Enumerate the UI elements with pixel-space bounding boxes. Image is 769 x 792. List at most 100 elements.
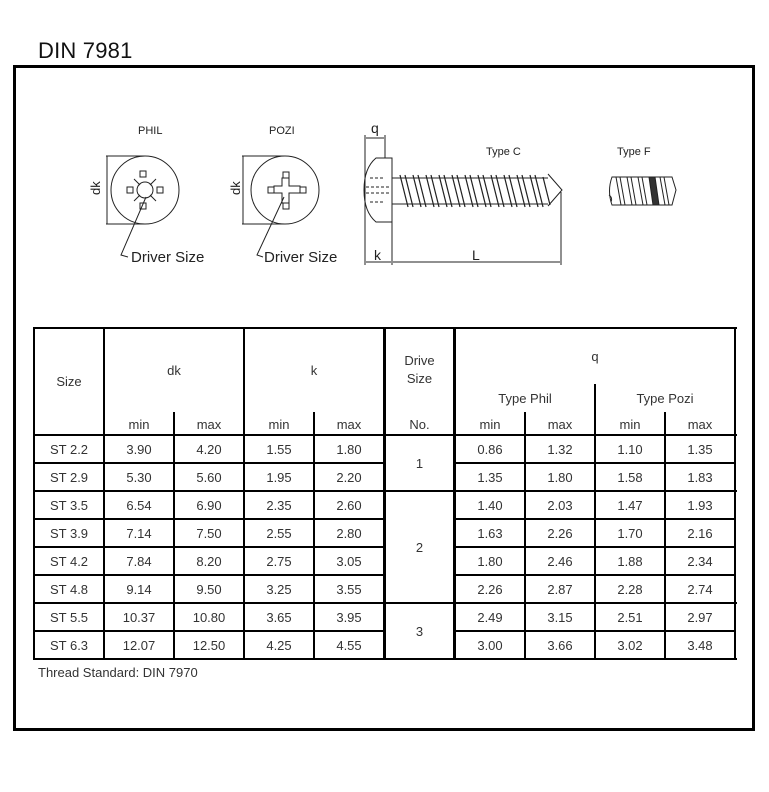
k-dimension-label: k: [374, 247, 382, 263]
cell-size: ST 3.5: [49, 497, 89, 513]
thread-standard-note: Thread Standard: DIN 7970: [38, 665, 198, 680]
cell-dk-max: 6.90: [196, 497, 222, 513]
cell-phil-min: 0.86: [477, 441, 503, 457]
cell-pozi-min: 2.28: [617, 581, 643, 597]
cell-phil-max: 2.87: [547, 581, 573, 597]
header-size: Size: [56, 373, 82, 389]
cell-k-min: 2.75: [266, 553, 292, 569]
dk-label-pozi: dk: [228, 181, 243, 195]
cell-pozi-max: 2.34: [687, 553, 713, 569]
pan-head-screw-type-c-icon: [363, 135, 563, 265]
cell-dk-min: 6.54: [126, 497, 152, 513]
cell-pozi-max: 3.48: [687, 637, 713, 653]
page-title: DIN 7981: [38, 38, 133, 63]
cell-pozi-min: 1.47: [617, 497, 643, 513]
cell-k-min: 2.55: [266, 525, 292, 541]
driver-size-label-pozi: Driver Size: [264, 249, 337, 266]
header-type-pozi: Type Pozi: [636, 390, 694, 406]
cell-phil-max: 2.46: [547, 553, 573, 569]
header-dk-max: max: [196, 416, 222, 432]
phillips-head-icon: [106, 155, 180, 258]
header-phil-min: min: [479, 416, 501, 432]
type-c-label: Type C: [486, 146, 521, 158]
header-pozi-max: max: [687, 416, 713, 432]
header-phil-max: max: [547, 416, 573, 432]
cell-dk-max: 7.50: [196, 525, 222, 541]
cell-dk-max: 9.50: [196, 581, 222, 597]
cell-size: ST 5.5: [49, 609, 89, 625]
cell-k-min: 2.35: [266, 497, 292, 513]
cell-phil-min: 1.80: [477, 553, 503, 569]
cell-pozi-min: 1.88: [617, 553, 643, 569]
cell-dk-min: 3.90: [126, 441, 152, 457]
phil-label: PHIL: [138, 125, 162, 137]
header-dk: dk: [167, 362, 181, 378]
dk-label-phil: dk: [88, 181, 103, 195]
cell-dk-min: 9.14: [126, 581, 152, 597]
cell-phil-max: 3.15: [547, 609, 573, 625]
drive-size-cell: 1: [415, 455, 424, 471]
cell-k-max: 4.55: [336, 637, 362, 653]
cell-size: ST 4.2: [49, 553, 89, 569]
header-k-max: max: [336, 416, 362, 432]
cell-size: ST 6.3: [49, 637, 89, 653]
cell-k-max: 3.95: [336, 609, 362, 625]
cell-k-min: 3.25: [266, 581, 292, 597]
cell-phil-min: 1.63: [477, 525, 503, 541]
drive-size-cell: 3: [415, 623, 424, 639]
header-k-min: min: [268, 416, 290, 432]
cell-size: ST 2.2: [49, 441, 89, 457]
cell-phil-min: 1.40: [477, 497, 503, 513]
cell-size: ST 2.9: [49, 469, 89, 485]
header-dk-min: min: [128, 416, 150, 432]
cell-k-max: 2.80: [336, 525, 362, 541]
cell-size: ST 4.8: [49, 581, 89, 597]
cell-k-max: 3.55: [336, 581, 362, 597]
header-type-phil: Type Phil: [498, 390, 552, 406]
cell-pozi-max: 2.74: [687, 581, 713, 597]
cell-dk-max: 8.20: [196, 553, 222, 569]
L-dimension-label: L: [472, 247, 480, 263]
drive-size-cell: 2: [415, 539, 424, 555]
cell-dk-max: 12.50: [192, 637, 226, 653]
cell-dk-max: 4.20: [196, 441, 222, 457]
cell-pozi-min: 1.70: [617, 525, 643, 541]
cell-phil-max: 3.66: [547, 637, 573, 653]
cell-dk-max: 10.80: [192, 609, 226, 625]
cell-k-min: 4.25: [266, 637, 292, 653]
cell-pozi-max: 2.16: [687, 525, 713, 541]
cell-k-min: 3.65: [266, 609, 292, 625]
cell-dk-min: 7.84: [126, 553, 152, 569]
cell-k-min: 1.95: [266, 469, 292, 485]
cell-phil-max: 2.03: [547, 497, 573, 513]
drawing-frame: [13, 65, 755, 731]
cell-pozi-min: 3.02: [617, 637, 643, 653]
cell-pozi-min: 1.10: [617, 441, 643, 457]
cell-k-max: 3.05: [336, 553, 362, 569]
header-drive-size: Size: [406, 370, 433, 386]
header-k: k: [310, 362, 318, 378]
header-q: q: [591, 348, 599, 364]
cell-dk-min: 7.14: [126, 525, 152, 541]
cell-phil-min: 1.35: [477, 469, 503, 485]
header-pozi-min: min: [619, 416, 641, 432]
cell-phil-min: 3.00: [477, 637, 503, 653]
pozi-label: POZI: [269, 125, 295, 137]
cell-dk-min: 10.37: [122, 609, 156, 625]
screw-diagram: PHIL dk Driver Size POZI dk Driver Size: [88, 120, 677, 266]
cell-dk-min: 12.07: [122, 637, 156, 653]
cell-pozi-max: 1.83: [687, 469, 713, 485]
pozidriv-head-icon: [242, 155, 320, 258]
cell-pozi-min: 2.51: [617, 609, 643, 625]
cell-phil-max: 1.32: [547, 441, 573, 457]
cell-pozi-max: 1.35: [687, 441, 713, 457]
screw-tip-type-f-icon: [608, 176, 677, 206]
cell-phil-max: 1.80: [547, 469, 573, 485]
cell-pozi-min: 1.58: [617, 469, 643, 485]
cell-pozi-max: 1.93: [687, 497, 713, 513]
header-drive: Drive: [404, 352, 435, 368]
cell-phil-min: 2.26: [477, 581, 503, 597]
cell-size: ST 3.9: [49, 525, 89, 541]
cell-phil-max: 2.26: [547, 525, 573, 541]
cell-dk-min: 5.30: [126, 469, 152, 485]
